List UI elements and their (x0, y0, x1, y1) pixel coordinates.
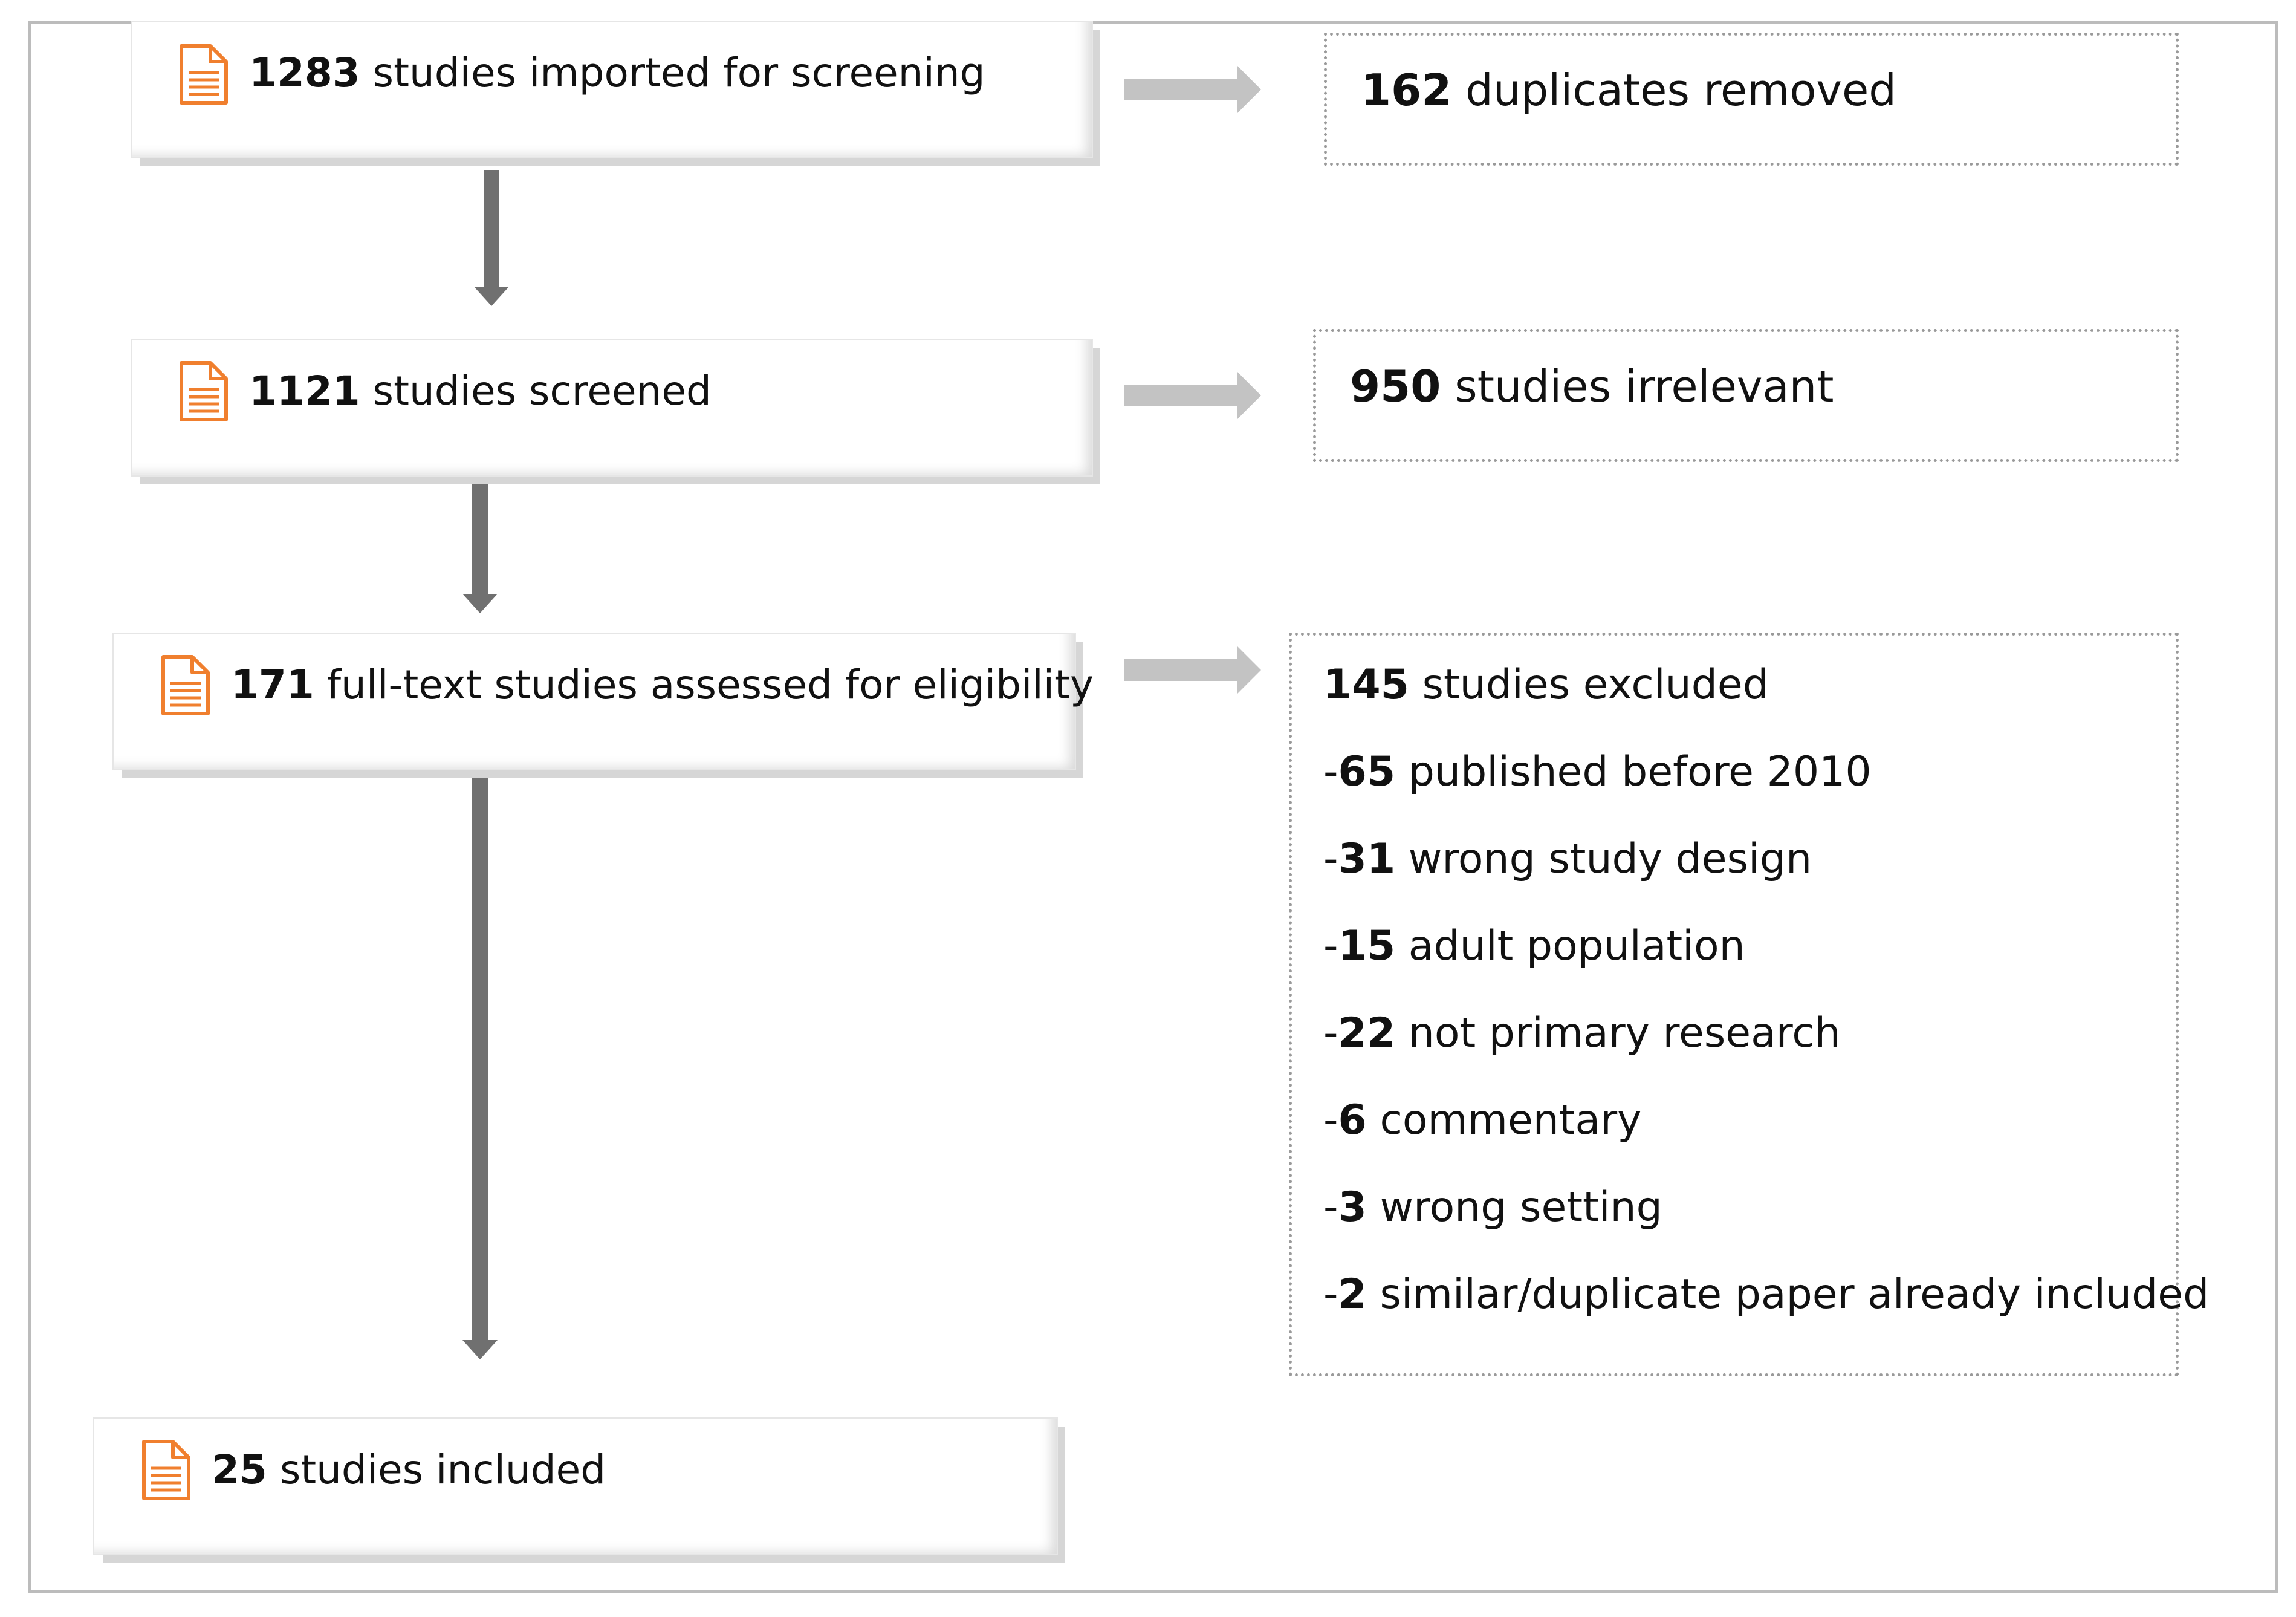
count-number: 1283 (249, 50, 360, 96)
document-icon (180, 361, 228, 421)
document-icon (142, 1440, 190, 1500)
reason-text: adult population (1395, 922, 1745, 970)
exclusion-box-irrelevant: 950 studies irrelevant (1313, 329, 2179, 462)
reason-prefix: - (1323, 835, 1338, 883)
exclusion-box-duplicates: 162 duplicates removed (1324, 33, 2179, 166)
exclusion-reason: -15 adult population (1323, 926, 1745, 967)
reason-prefix: - (1323, 1183, 1338, 1231)
reason-number: 15 (1338, 922, 1396, 970)
exclusion-reason: -2 similar/duplicate paper already inclu… (1323, 1274, 2209, 1315)
count-number: 25 (212, 1446, 267, 1493)
reason-number: 6 (1338, 1096, 1367, 1144)
exclusion-text: studies excluded (1409, 661, 1769, 709)
exclusion-label-irrelevant: 950 studies irrelevant (1350, 365, 1834, 408)
step-text: studies screened (360, 368, 712, 414)
reason-number: 65 (1338, 748, 1396, 796)
count-number: 950 (1350, 361, 1441, 412)
reason-text: wrong setting (1366, 1183, 1662, 1231)
step-label-included: 25 studies included (212, 1450, 606, 1490)
step-label-screened: 1121 studies screened (249, 371, 712, 411)
diagram-frame (28, 21, 2278, 1593)
reason-text: wrong study design (1395, 835, 1812, 883)
exclusion-label-duplicates: 162 duplicates removed (1361, 68, 1896, 112)
reason-prefix: - (1323, 1270, 1338, 1318)
document-icon (161, 655, 210, 715)
reason-number: 22 (1338, 1009, 1396, 1057)
step-text: studies included (267, 1446, 606, 1493)
reason-prefix: - (1323, 1009, 1338, 1057)
exclusion-text: duplicates removed (1451, 65, 1896, 116)
reason-text: similar/duplicate paper already included (1366, 1270, 2210, 1318)
exclusion-reason: -22 not primary research (1323, 1013, 1841, 1054)
step-box-fulltext: 171 full-text studies assessed for eligi… (112, 633, 1094, 770)
arrow-down-2 (462, 478, 498, 613)
arrow-down-1 (474, 170, 509, 306)
step-label-imported: 1283 studies imported for screening (249, 53, 985, 93)
step-text: full-text studies assessed for eligibili… (314, 662, 1094, 708)
reason-prefix: - (1323, 922, 1338, 970)
arrow-right-1 (1124, 65, 1261, 114)
step-box-screened: 1121 studies screened (131, 339, 1093, 477)
reason-number: 3 (1338, 1183, 1367, 1231)
exclusion-reason: -3 wrong setting (1323, 1187, 1662, 1228)
reason-text: not primary research (1395, 1009, 1841, 1057)
reason-prefix: - (1323, 748, 1338, 796)
reason-number: 2 (1338, 1270, 1367, 1318)
arrow-right-2 (1124, 371, 1261, 420)
document-icon (180, 44, 228, 105)
exclusion-text: studies irrelevant (1441, 361, 1834, 412)
step-box-imported: 1283 studies imported for screening (131, 21, 1093, 158)
reason-number: 31 (1338, 835, 1396, 883)
step-text: studies imported for screening (360, 50, 985, 96)
exclusion-label-excluded: 145 studies excluded (1323, 665, 1769, 706)
reason-prefix: - (1323, 1096, 1338, 1144)
reason-text: commentary (1366, 1096, 1642, 1144)
step-label-fulltext: 171 full-text studies assessed for eligi… (231, 665, 1094, 705)
arrow-right-3 (1124, 646, 1261, 694)
arrow-down-3 (462, 772, 498, 1359)
exclusion-reason: -65 published before 2010 (1323, 752, 1872, 793)
count-number: 145 (1323, 661, 1409, 709)
exclusion-box-excluded: 145 studies excluded -65 published befor… (1289, 633, 2209, 1376)
reason-text: published before 2010 (1395, 748, 1872, 796)
exclusion-reason: -6 commentary (1323, 1100, 1641, 1141)
count-number: 171 (231, 662, 314, 708)
exclusion-reason: -31 wrong study design (1323, 839, 1812, 880)
count-number: 1121 (249, 368, 360, 414)
step-box-included: 25 studies included (93, 1417, 1058, 1555)
count-number: 162 (1361, 65, 1452, 116)
